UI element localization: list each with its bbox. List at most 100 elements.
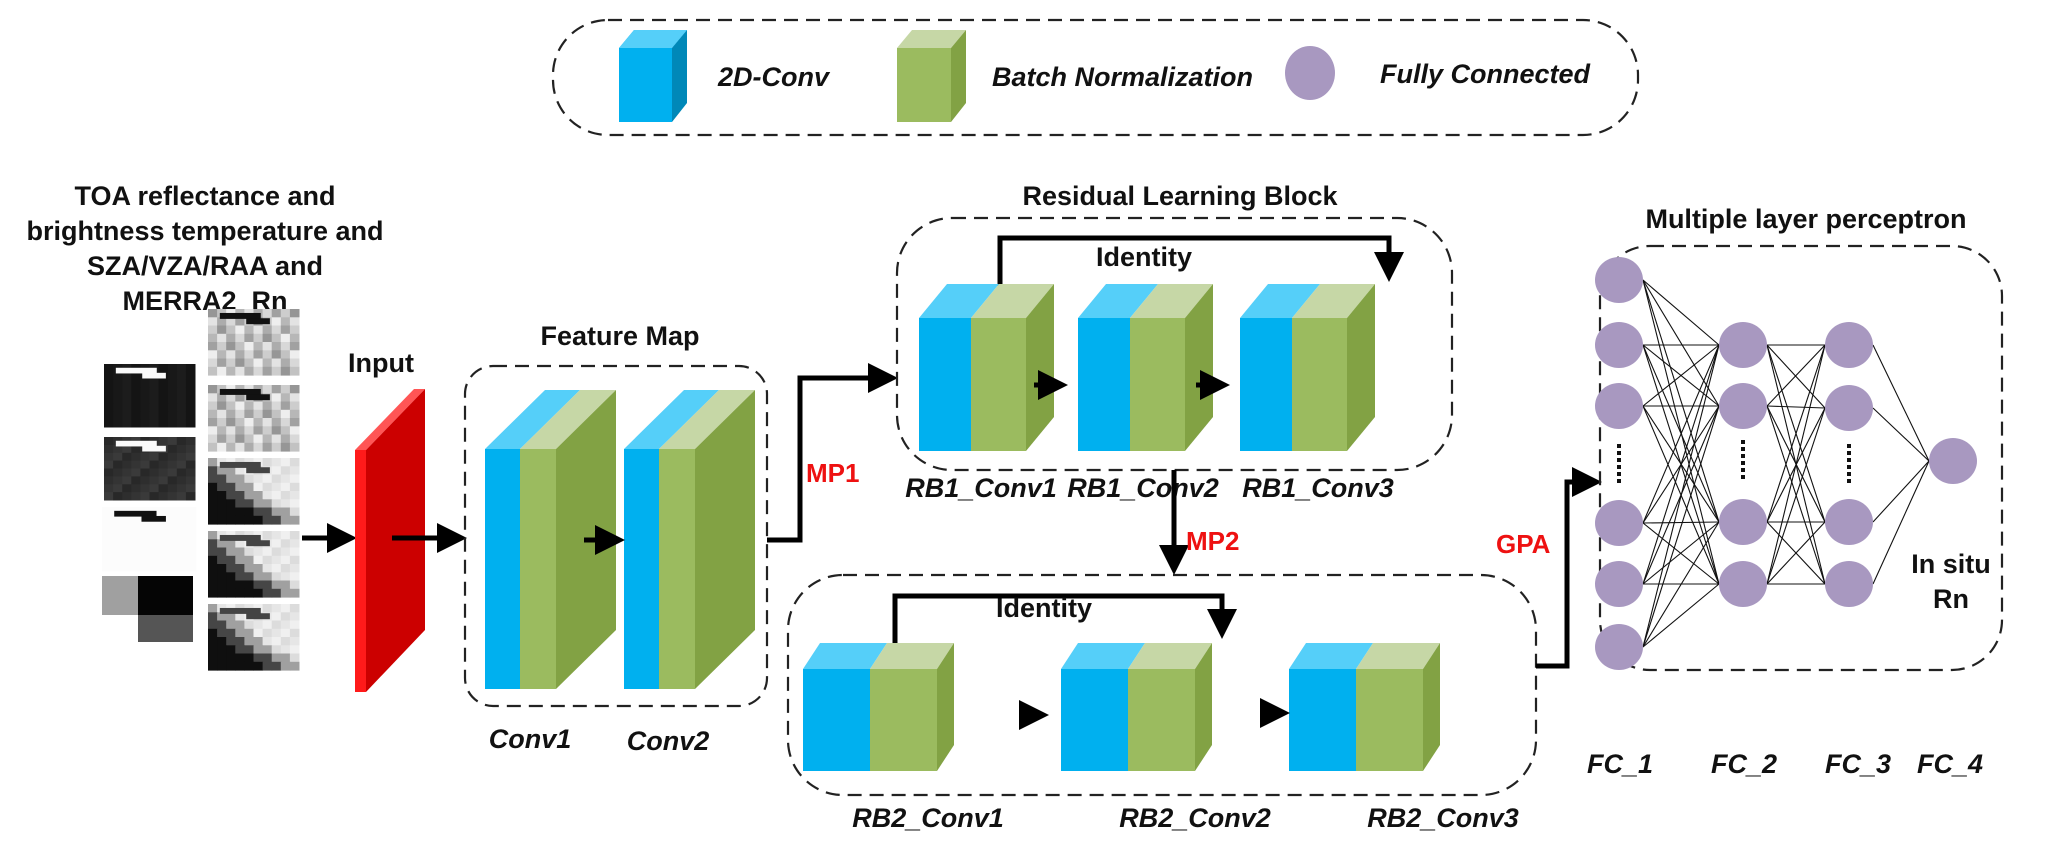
input-tile-1 bbox=[104, 364, 196, 428]
bn-top bbox=[971, 284, 1054, 318]
block-rb1-conv1 bbox=[919, 284, 1054, 451]
node-fc1-2 bbox=[1595, 322, 1643, 368]
bn-side bbox=[1185, 284, 1213, 451]
input-title-line-3: SZA/VZA/RAA and bbox=[87, 251, 323, 281]
identity-label-rb1: Identity bbox=[1096, 242, 1192, 272]
mlp-nodes bbox=[1595, 257, 1977, 670]
label-conv1: Conv1 bbox=[489, 724, 572, 754]
feature-map-title: Feature Map bbox=[540, 321, 699, 351]
ellipsis-icon-1 bbox=[1617, 444, 1621, 483]
label-fc2: FC_2 bbox=[1711, 749, 1777, 779]
mlp-edge bbox=[1872, 460, 1930, 585]
mlp-edge bbox=[1766, 344, 1826, 409]
mlp-border bbox=[1598, 244, 2004, 672]
legend-label-2d-conv: 2D-Conv bbox=[717, 62, 831, 92]
bn-face bbox=[1128, 669, 1195, 771]
node-fc1-1 bbox=[1595, 257, 1643, 303]
block-rb2-conv3 bbox=[1289, 643, 1440, 771]
mlp-edge bbox=[1766, 344, 1826, 407]
input-title: TOA reflectance and brightness temperatu… bbox=[26, 181, 383, 316]
node-fc3-1 bbox=[1825, 322, 1873, 368]
mlp-edge bbox=[1642, 279, 1720, 585]
block-rb1-conv2 bbox=[1078, 284, 1213, 451]
bn-side bbox=[937, 643, 954, 771]
gpa-label: GPA bbox=[1496, 529, 1551, 559]
bn-top bbox=[1356, 643, 1440, 669]
mlp-edge bbox=[1642, 521, 1720, 585]
bn-face bbox=[659, 449, 695, 689]
node-fc1-4 bbox=[1595, 500, 1643, 546]
block-rb2-conv2 bbox=[1061, 643, 1212, 771]
input-tile-4 bbox=[102, 576, 193, 642]
mlp-edge bbox=[1766, 405, 1826, 409]
ellipsis-icon-2 bbox=[1741, 440, 1745, 479]
bn-side bbox=[1347, 284, 1375, 451]
node-fc4-1 bbox=[1929, 438, 1977, 484]
feature-map-border bbox=[463, 364, 769, 708]
arrow-mp1 bbox=[767, 363, 898, 543]
mlp-edge bbox=[1642, 279, 1720, 346]
mlp-edge bbox=[1872, 407, 1930, 462]
conv-face bbox=[485, 449, 520, 689]
conv-face bbox=[1078, 318, 1130, 451]
input-tile-3 bbox=[102, 507, 197, 572]
node-fc1-5 bbox=[1595, 561, 1643, 607]
input-tile-5 bbox=[208, 309, 300, 376]
conv-top bbox=[1289, 643, 1373, 669]
input-tile-2 bbox=[104, 437, 196, 501]
legend-label-fully-connected: Fully Connected bbox=[1380, 59, 1591, 89]
node-fc3-3 bbox=[1825, 499, 1873, 545]
bn-top bbox=[520, 390, 616, 449]
label-rb1-conv3: RB1_Conv3 bbox=[1242, 473, 1394, 503]
bn-top bbox=[1128, 643, 1212, 669]
bn-top bbox=[1292, 284, 1375, 318]
input-title-line-1: TOA reflectance and bbox=[74, 181, 335, 211]
identity-label-rb2: Identity bbox=[996, 593, 1092, 623]
bn-face bbox=[1130, 318, 1185, 451]
input-image-tiles bbox=[102, 309, 300, 671]
label-rb2-conv1: RB2_Conv1 bbox=[852, 803, 1004, 833]
input-tile-7 bbox=[208, 458, 300, 525]
input-tile-9 bbox=[208, 604, 300, 671]
legend-border bbox=[551, 18, 1640, 137]
residual-block-1-blocks bbox=[919, 284, 1375, 451]
label-fc4: FC_4 bbox=[1917, 749, 1983, 779]
bn-face bbox=[870, 669, 937, 771]
conv-face bbox=[919, 318, 971, 451]
label-fc1: FC_1 bbox=[1587, 749, 1653, 779]
conv-top bbox=[803, 643, 887, 669]
input-tile-8 bbox=[208, 531, 300, 598]
bn-side bbox=[695, 390, 755, 689]
mlp-edge bbox=[1642, 521, 1720, 524]
node-fc3-4 bbox=[1825, 561, 1873, 607]
mlp-edge bbox=[1766, 407, 1826, 585]
mlp-edge bbox=[1872, 344, 1930, 462]
conv-face bbox=[1289, 669, 1356, 771]
node-fc2-2 bbox=[1719, 383, 1767, 429]
output-label-line-2: Rn bbox=[1933, 584, 1969, 614]
mlp-edge bbox=[1642, 583, 1720, 648]
bn-face bbox=[1356, 669, 1423, 771]
ellipsis-icon-3 bbox=[1847, 444, 1851, 483]
mp2-label: MP2 bbox=[1186, 526, 1239, 556]
mlp-edge bbox=[1642, 279, 1720, 407]
bn-side bbox=[1195, 643, 1212, 771]
input-label: Input bbox=[348, 348, 414, 378]
green-cube-icon bbox=[897, 30, 966, 122]
bn-side bbox=[1026, 284, 1054, 451]
mlp-edge bbox=[1642, 279, 1720, 523]
conv-top bbox=[1078, 284, 1158, 318]
label-rb1-conv2: RB1_Conv2 bbox=[1067, 473, 1219, 503]
conv-top bbox=[1061, 643, 1145, 669]
label-conv2: Conv2 bbox=[627, 726, 710, 756]
bn-top bbox=[1130, 284, 1213, 318]
label-fc3: FC_3 bbox=[1825, 749, 1891, 779]
label-rb1-conv1: RB1_Conv1 bbox=[905, 473, 1057, 503]
conv-face bbox=[1061, 669, 1128, 771]
identity-arrow-rb1 bbox=[997, 235, 1404, 287]
bn-face bbox=[971, 318, 1026, 451]
mlp-edge bbox=[1642, 344, 1720, 648]
conv-face bbox=[1240, 318, 1292, 451]
residual-block-1-border bbox=[895, 216, 1454, 472]
